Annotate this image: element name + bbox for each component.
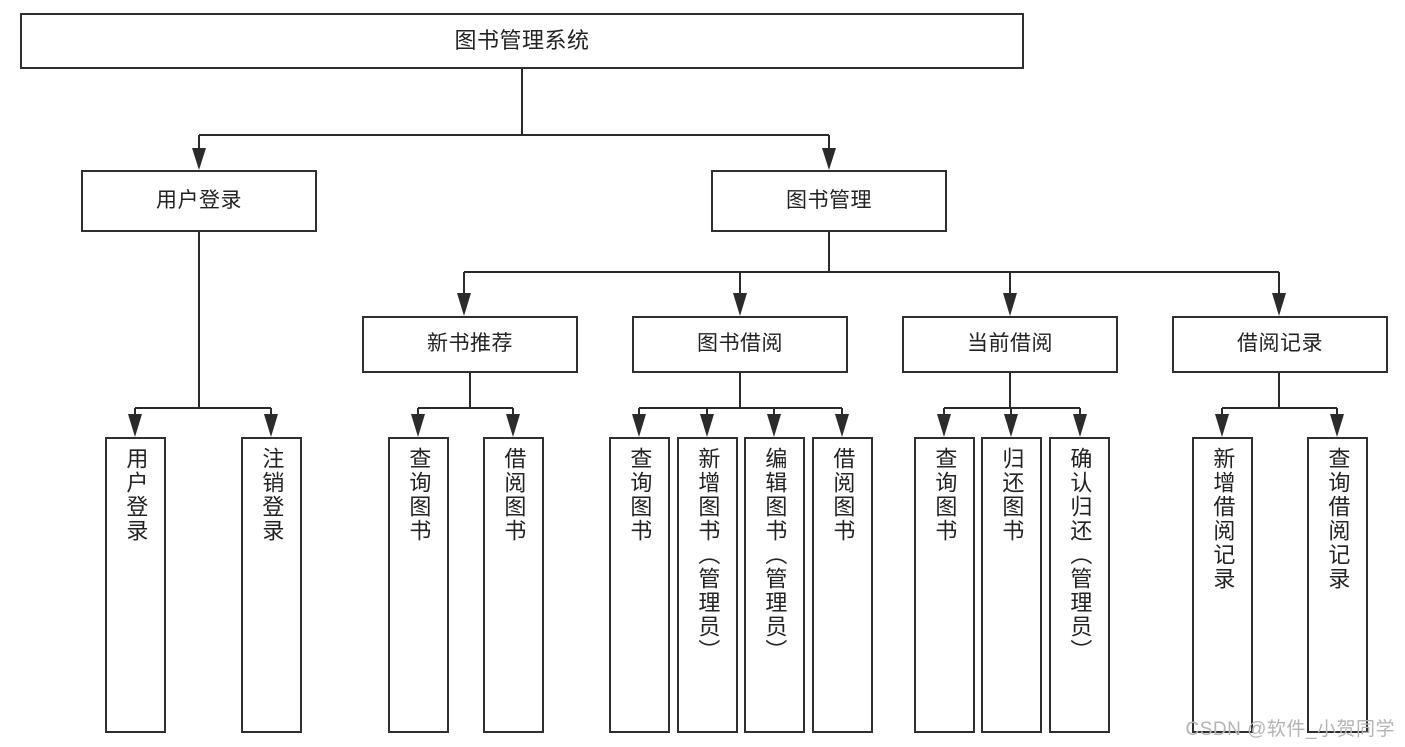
arrowhead-user-login [192,148,206,170]
node-book-borrow[interactable]: 图书借阅 [632,316,848,373]
node-label: 用户登录 [123,447,149,543]
arrowhead-borrow-record [1272,293,1286,316]
node-label: 查询图书 [932,447,958,543]
arrowhead-leaf-edit-book [767,414,781,437]
node-label: 注销登录 [259,447,285,543]
node-label: 新书推荐 [427,332,513,356]
node-leaf-borrow-book-recommend[interactable]: 借阅图书 [483,437,544,733]
node-label: 编辑图书（管理员） [762,447,788,663]
node-leaf-query-book-current[interactable]: 查询图书 [914,437,975,733]
arrowhead-leaf-confirm-return [1073,414,1087,437]
node-leaf-user-login[interactable]: 用户登录 [105,437,166,733]
node-current-borrow[interactable]: 当前借阅 [902,316,1118,373]
arrowhead-leaf-logout [264,414,278,437]
node-root-book-management-system[interactable]: 图书管理系统 [20,13,1024,69]
node-user-login[interactable]: 用户登录 [81,170,317,232]
arrowhead-leaf-add-record [1215,414,1229,437]
node-leaf-query-book-recommend[interactable]: 查询图书 [388,437,449,733]
arrowhead-leaf-query-book-2 [632,414,646,437]
node-leaf-query-book-borrow[interactable]: 查询图书 [609,437,670,733]
arrowhead-current-borrow [1003,293,1017,316]
node-book-management[interactable]: 图书管理 [711,170,947,232]
node-label: 借阅记录 [1237,332,1323,356]
node-leaf-logout[interactable]: 注销登录 [241,437,302,733]
csdn-watermark: CSDN @软件_小贺同学 [1185,719,1395,740]
arrowhead-leaf-query-book-3 [937,414,951,437]
node-leaf-borrow-book[interactable]: 借阅图书 [812,437,873,733]
node-leaf-confirm-return-admin[interactable]: 确认归还（管理员） [1049,437,1110,733]
arrowhead-new-book-recommend [457,293,471,316]
node-label: 用户登录 [156,188,242,212]
arrowhead-book-borrow [733,293,747,316]
arrowhead-book-manage [822,148,836,170]
node-label: 图书借阅 [697,332,783,356]
node-label: 当前借阅 [967,332,1053,356]
node-label: 归还图书 [999,447,1025,543]
node-label: 查询图书 [627,447,653,543]
node-label: 确认归还（管理员） [1067,447,1093,663]
arrowhead-leaf-query-record [1330,414,1344,437]
node-label: 新增借阅记录 [1210,447,1236,591]
arrowhead-leaf-return-book [1004,414,1018,437]
node-leaf-add-borrow-record[interactable]: 新增借阅记录 [1192,437,1253,733]
arrowhead-leaf-borrow-book-1 [506,414,520,437]
node-leaf-query-borrow-record[interactable]: 查询借阅记录 [1307,437,1368,733]
arrowhead-leaf-user-login [128,414,142,437]
node-new-book-recommend[interactable]: 新书推荐 [362,316,578,373]
arrowhead-leaf-query-book-1 [411,414,425,437]
node-borrow-record[interactable]: 借阅记录 [1172,316,1388,373]
arrowhead-leaf-borrow-book-2 [835,414,849,437]
node-label: 借阅图书 [830,447,856,543]
node-label: 查询图书 [406,447,432,543]
node-label: 查询借阅记录 [1325,447,1351,591]
node-leaf-return-book[interactable]: 归还图书 [981,437,1042,733]
node-label: 借阅图书 [501,447,527,543]
node-leaf-edit-book-admin[interactable]: 编辑图书（管理员） [744,437,805,733]
arrowhead-leaf-add-book [700,414,714,437]
node-label: 新增图书（管理员） [695,447,721,663]
node-leaf-add-book-admin[interactable]: 新增图书（管理员） [677,437,738,733]
node-label: 图书管理系统 [454,28,590,54]
node-label: 图书管理 [786,188,872,212]
